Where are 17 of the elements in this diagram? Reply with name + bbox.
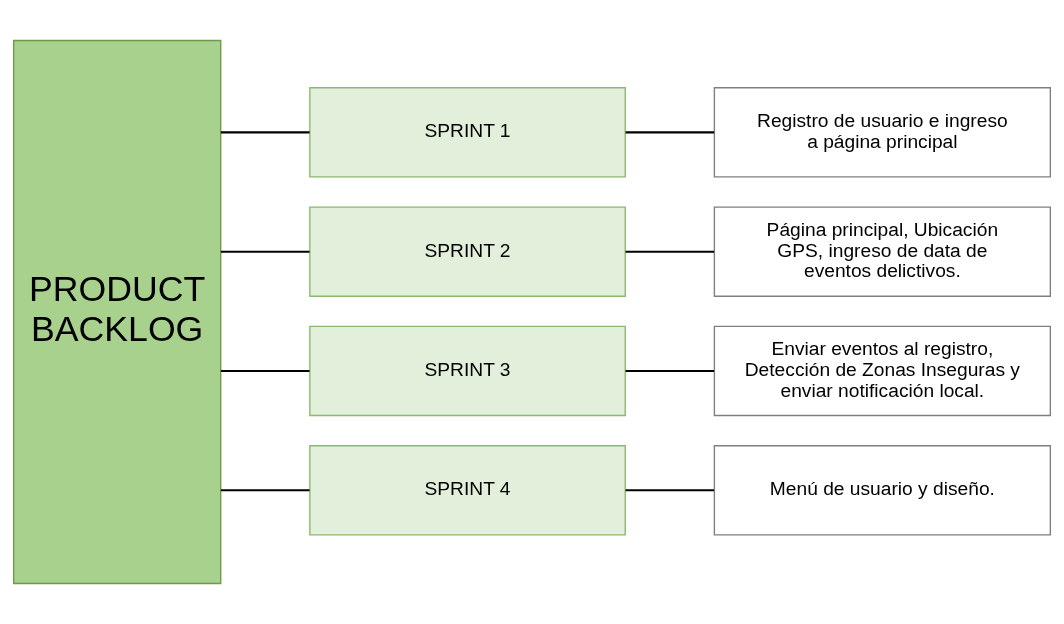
node-box: SPRINT 3 (309, 325, 626, 417)
node-box: SPRINT 4 (309, 445, 626, 536)
node-box: PRODUCT BACKLOG (12, 39, 222, 585)
node-box: SPRINT 2 (309, 206, 626, 297)
connector (625, 489, 715, 492)
node-box: Página principal, Ubicación GPS, ingreso de data de eventos delictivos. (713, 206, 1052, 297)
connector (625, 131, 715, 134)
connector (220, 131, 310, 134)
node-box: Menú de usuario y diseño. (713, 445, 1052, 536)
node-box: Enviar eventos al registro, Detección de Zonas Inseguras y enviar notificación local. (713, 325, 1052, 417)
connector (220, 369, 310, 372)
node-box: SPRINT 1 (309, 87, 626, 178)
connector (625, 369, 715, 372)
node-box: Registro de usuario e ingreso a página principal (713, 87, 1052, 178)
connector (625, 250, 715, 253)
connector (220, 489, 310, 492)
connector (220, 250, 310, 253)
